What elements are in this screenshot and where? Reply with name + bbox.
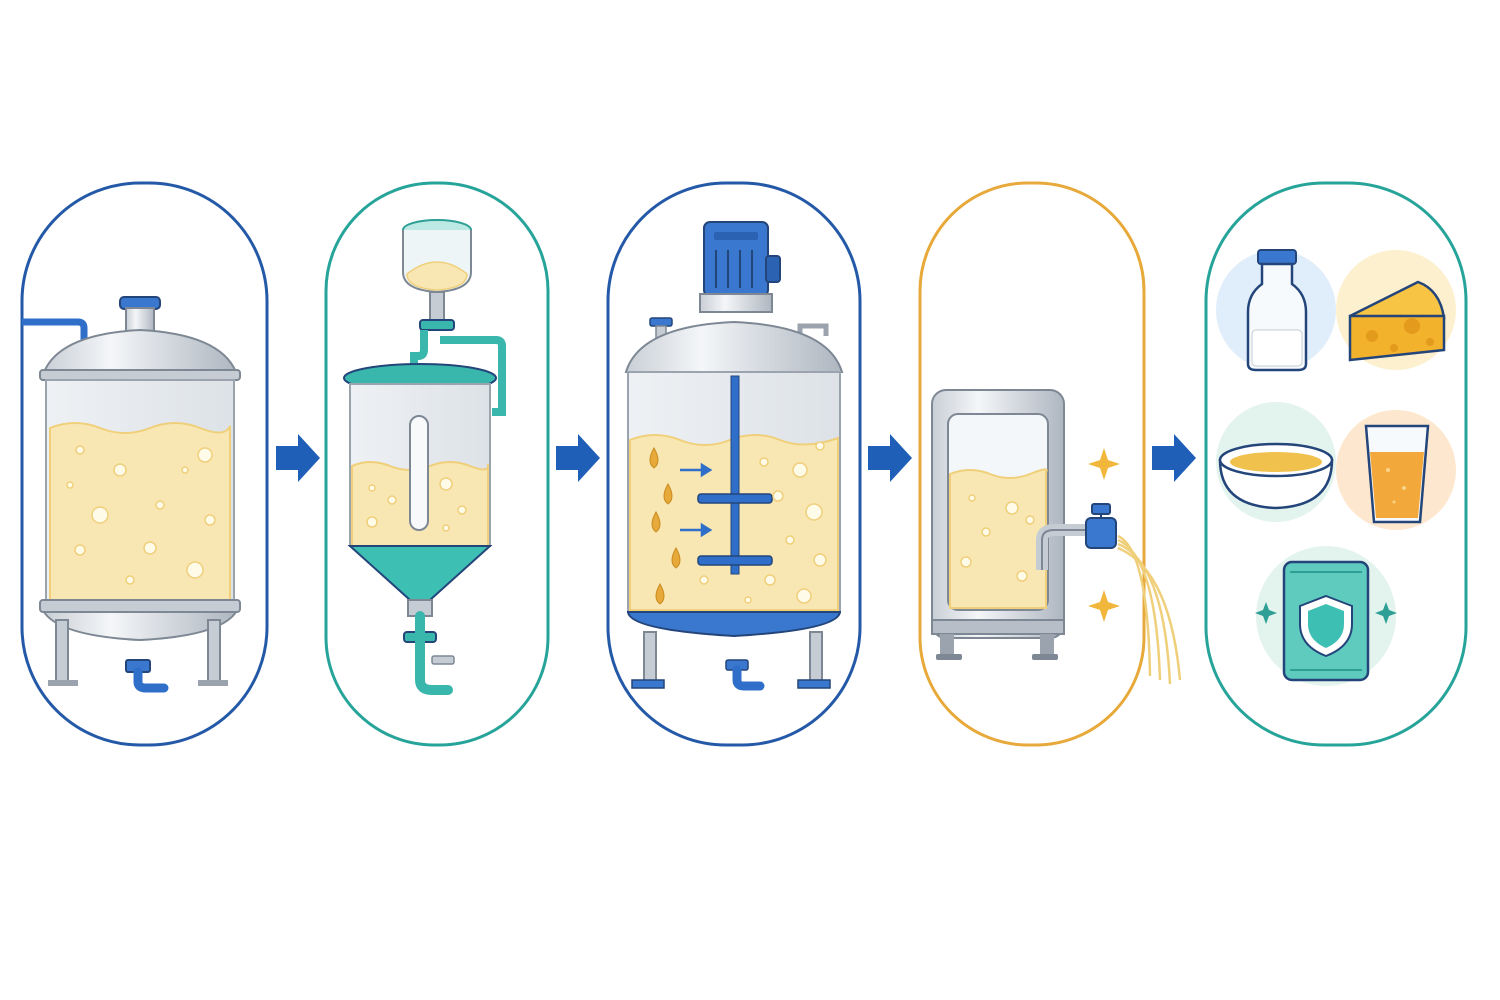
right-arrow-icon [1152, 434, 1196, 482]
right-arrow-icon [868, 434, 912, 482]
right-arrow-icon [556, 434, 600, 482]
dairy-products-icon [1216, 249, 1456, 686]
cheese-wedge-icon [1336, 250, 1456, 370]
milk-bottle-icon [1216, 249, 1336, 372]
stage-dispenser [918, 181, 1182, 747]
dispensing-tank-icon [931, 389, 1182, 685]
soup-bowl-icon [1216, 402, 1336, 522]
juice-glass-icon [1336, 410, 1456, 530]
stage-hopper [324, 181, 550, 747]
stage-tank [20, 181, 269, 747]
stage-reactor [606, 181, 862, 747]
storage-tank-icon [22, 296, 241, 693]
agitated-reactor-icon [624, 221, 844, 691]
right-arrow-icon [276, 434, 320, 482]
stage-products [1204, 181, 1468, 747]
hopper-mixing-vessel-icon [343, 219, 506, 695]
shield-package-icon [1255, 546, 1397, 686]
